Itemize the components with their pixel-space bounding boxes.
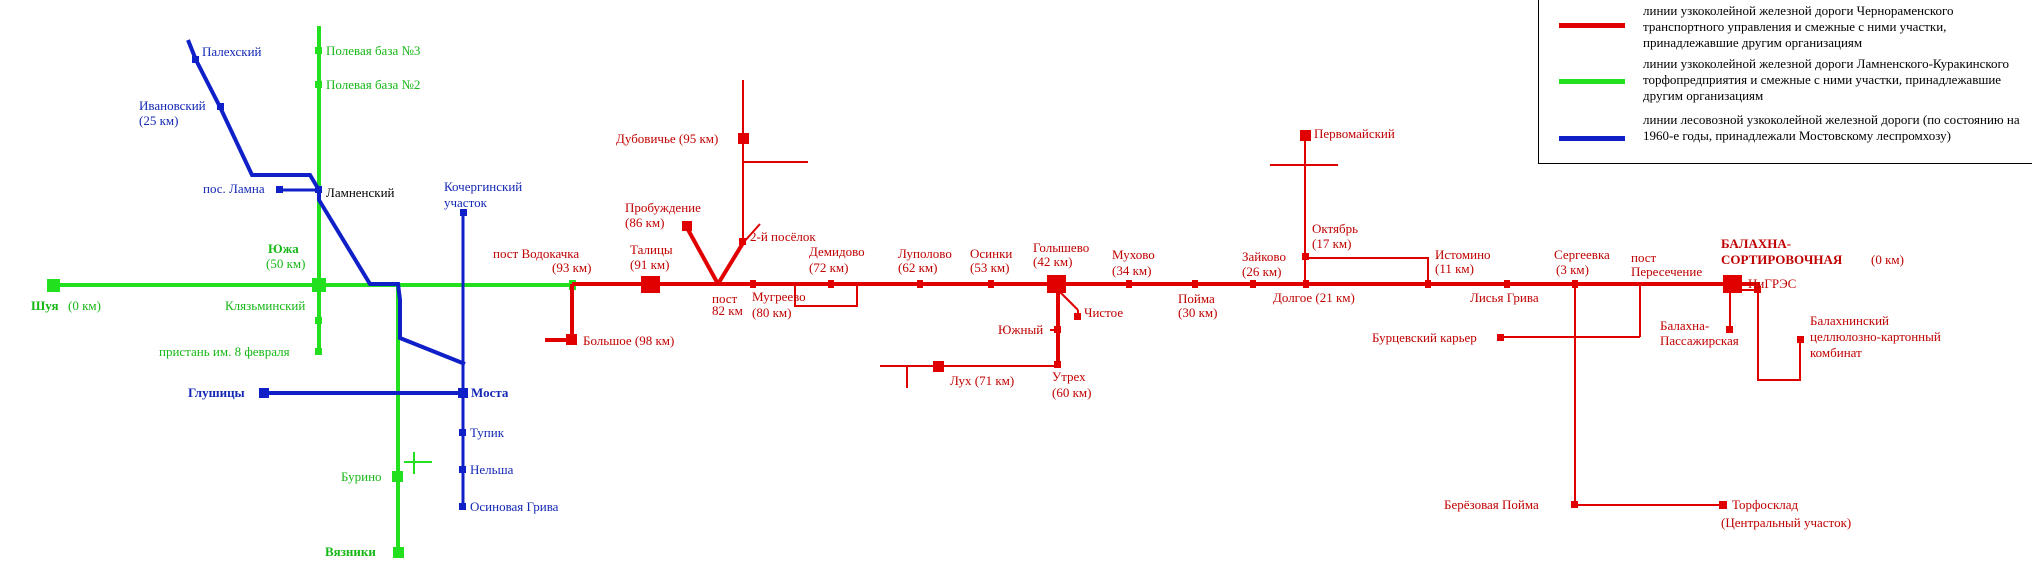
red-network bbox=[545, 80, 1804, 509]
label-poyma-km: (30 км) bbox=[1178, 305, 1217, 320]
label-utrekh: Утрех bbox=[1052, 369, 1086, 384]
label-lupolovo-km: (62 км) bbox=[898, 260, 937, 275]
label-lisya-griva: Лисья Грива bbox=[1470, 290, 1539, 305]
label-osinovaya: Осиновая Грива bbox=[470, 499, 559, 514]
label-sergeevka: Сергеевка bbox=[1554, 247, 1610, 262]
label-vodokachka-km: (93 км) bbox=[552, 260, 591, 275]
map-legend: линии узкоколейной железной дороги Черно… bbox=[1538, 0, 2032, 164]
label-vodokachka: пост Водокачка bbox=[493, 246, 579, 261]
label-polevaya-2: Полевая база №2 bbox=[326, 77, 420, 92]
label-utrekh-km: (60 км) bbox=[1052, 385, 1091, 400]
label-2-poselok: 2-й посёлок bbox=[750, 229, 816, 244]
label-zaykovo-km: (26 км) bbox=[1242, 264, 1281, 279]
label-balakhna-pass-1: Балахна- bbox=[1660, 318, 1709, 333]
legend-swatch-red bbox=[1559, 23, 1625, 28]
legend-text-red: линии узкоколейной железной дороги Черно… bbox=[1643, 3, 1954, 50]
label-berezovaya: Берёзовая Пойма bbox=[1444, 497, 1539, 512]
label-kochergino-2: участок bbox=[444, 195, 488, 210]
label-peresechenie-1: пост bbox=[1631, 250, 1657, 265]
label-dubovichye: Дубовичье (95 км) bbox=[616, 131, 718, 146]
blue-network bbox=[186, 39, 468, 510]
label-poyma: Пойма bbox=[1178, 291, 1215, 306]
label-nigres: НиГРЭС bbox=[1748, 276, 1796, 291]
label-post-82-a: пост bbox=[712, 291, 738, 306]
label-talitsy: Талицы bbox=[630, 242, 673, 257]
label-torfosklad-2: (Центральный участок) bbox=[1721, 515, 1851, 530]
label-pos-lamna: пос. Ламна bbox=[203, 181, 265, 196]
label-oktyabr-km: (17 км) bbox=[1312, 236, 1351, 251]
legend-text-green: линии узкоколейной железной дороги Ламне… bbox=[1643, 56, 2010, 103]
label-bolshoe: Большое (98 км) bbox=[583, 333, 674, 348]
label-shuya-km: (0 км) bbox=[68, 298, 101, 313]
label-balakhna-km: (0 км) bbox=[1871, 252, 1904, 267]
label-balakhna-2: СОРТИРОВОЧНАЯ bbox=[1721, 252, 1843, 267]
label-klyazminsky: Клязьминский bbox=[225, 298, 305, 313]
label-talitsy-km: (91 км) bbox=[630, 257, 669, 272]
label-glushitsy: Глушицы bbox=[188, 385, 245, 400]
label-ivanovsky-km: (25 км) bbox=[139, 113, 178, 128]
legend-swatch-green bbox=[1559, 79, 1625, 84]
label-post-82-b: 82 км bbox=[712, 303, 743, 318]
label-lukh: Лух (71 км) bbox=[950, 373, 1014, 388]
label-dolgoe: Долгое (21 км) bbox=[1273, 290, 1355, 305]
label-golyshevo: Голышево bbox=[1033, 240, 1089, 255]
label-nelsha: Нельша bbox=[470, 462, 514, 477]
label-mukhovo-km: (34 км) bbox=[1112, 263, 1151, 278]
label-pristan: пристань им. 8 февраля bbox=[159, 344, 290, 359]
label-vyazniki: Вязники bbox=[325, 544, 376, 559]
label-tupik: Тупик bbox=[470, 425, 505, 440]
label-kochergino-1: Кочергинский bbox=[444, 179, 522, 194]
station-labels: Палехский Ивановский (25 км) пос. Ламна … bbox=[31, 43, 1941, 559]
label-osinki: Осинки bbox=[970, 246, 1012, 261]
label-kombinat-1: Балахнинский bbox=[1810, 313, 1889, 328]
label-balakhna-1: БАЛАХНА- bbox=[1721, 236, 1791, 251]
label-peresechenie-2: Пересечение bbox=[1631, 264, 1702, 279]
legend-text-blue: линии лесовозной узкоколейной железной д… bbox=[1643, 112, 2020, 143]
label-yuzha: Южа bbox=[268, 241, 299, 256]
label-golyshevo-km: (42 км) bbox=[1033, 254, 1072, 269]
label-kombinat-3: комбинат bbox=[1810, 345, 1862, 360]
label-shuya: Шуя bbox=[31, 298, 59, 313]
label-demidovo: Демидово bbox=[809, 244, 865, 259]
label-istomino-km: (11 км) bbox=[1435, 261, 1474, 276]
label-osinki-km: (53 км) bbox=[970, 260, 1009, 275]
label-mugreevo: Мугреево bbox=[752, 289, 806, 304]
green-network bbox=[47, 26, 576, 558]
label-mosta: Моста bbox=[471, 385, 509, 400]
label-sergeevka-km: (3 км) bbox=[1556, 262, 1589, 277]
label-lamnensky: Ламненский bbox=[326, 185, 395, 200]
label-ivanovsky: Ивановский bbox=[139, 98, 206, 113]
label-demidovo-km: (72 км) bbox=[809, 260, 848, 275]
label-probuzhdenie: Пробуждение bbox=[625, 200, 701, 215]
label-zaykovo: Зайково bbox=[1242, 249, 1286, 264]
legend-swatch-blue bbox=[1559, 136, 1625, 141]
label-oktyabr: Октябрь bbox=[1312, 221, 1358, 236]
label-yuzha-km: (50 км) bbox=[266, 256, 305, 271]
label-mugreevo-km: (80 км) bbox=[752, 305, 791, 320]
label-polevaya-3: Полевая база №3 bbox=[326, 43, 420, 58]
label-torfosklad-1: Торфосклад bbox=[1732, 497, 1799, 512]
label-balakhna-pass-2: Пассажирская bbox=[1660, 333, 1739, 348]
label-istomino: Истомино bbox=[1435, 247, 1491, 262]
label-kombinat-2: целлюлозно-картонный bbox=[1810, 329, 1941, 344]
label-chistoe: Чистое bbox=[1084, 305, 1123, 320]
label-lupolovo: Луполово bbox=[898, 246, 952, 261]
label-mukhovo: Мухово bbox=[1112, 247, 1155, 262]
label-palekhsky: Палехский bbox=[202, 44, 262, 59]
label-burino: Бурино bbox=[341, 469, 382, 484]
label-pervomaysky: Первомайский bbox=[1314, 126, 1395, 141]
label-yuzhny: Южный bbox=[998, 322, 1043, 337]
label-burtsevsky: Бурцевский карьер bbox=[1372, 330, 1477, 345]
label-probuzhdenie-km: (86 км) bbox=[625, 215, 664, 230]
